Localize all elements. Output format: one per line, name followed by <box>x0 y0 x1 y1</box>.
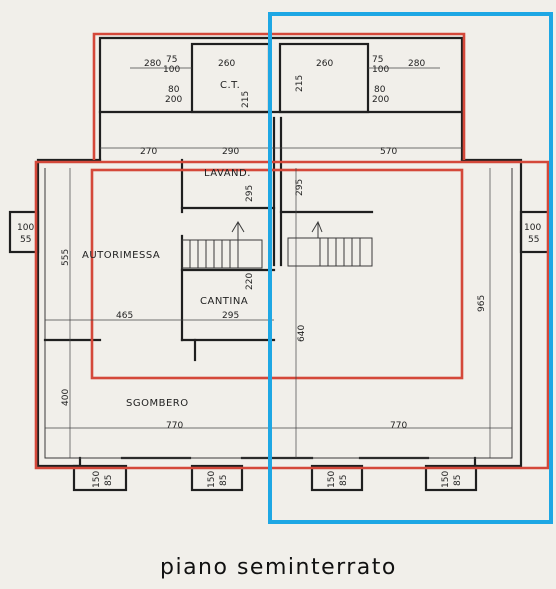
inner-outline <box>44 168 513 459</box>
dim-200-left: 200 <box>165 95 182 105</box>
bay-4 <box>424 464 478 492</box>
dim-965: 965 <box>477 295 487 312</box>
room-autorimessa: AUTORIMESSA <box>82 250 160 261</box>
room-ct: C.T. <box>220 80 240 91</box>
dim-295-lavand: 295 <box>245 185 255 202</box>
dim-640: 640 <box>297 325 307 342</box>
dim-770-left: 770 <box>166 421 183 431</box>
bay2-85: 85 <box>219 475 229 486</box>
main-outer-walls <box>36 158 102 468</box>
bay4-150: 150 <box>441 471 451 488</box>
bay3-85: 85 <box>339 475 349 486</box>
bay-2 <box>190 464 244 492</box>
dim-215-left: 215 <box>241 91 251 108</box>
win-right-100: 100 <box>524 223 541 233</box>
dim-555: 555 <box>61 249 71 266</box>
window-left <box>8 210 40 254</box>
dim-280-right: 280 <box>408 59 425 69</box>
dim-100-left: 100 <box>163 65 180 75</box>
room-cantina: CANTINA <box>200 296 248 307</box>
dim-80-right: 80 <box>374 85 386 95</box>
main-outer-walls-right <box>460 158 523 468</box>
dim-100-right: 100 <box>372 65 389 75</box>
dim-770-right: 770 <box>390 421 407 431</box>
red-outline <box>34 32 550 470</box>
stairs <box>181 220 373 269</box>
room-sgombero: SGOMBERO <box>126 398 189 409</box>
dim-200-right: 200 <box>372 95 389 105</box>
dimension-numbers: 280 75 100 260 80 200 215 215 260 75 100… <box>17 55 541 488</box>
south-bays <box>72 464 478 492</box>
walls <box>36 36 523 468</box>
win-right-55: 55 <box>528 235 539 245</box>
room-lavand: LAVAND. <box>204 168 251 179</box>
dim-400: 400 <box>61 389 71 406</box>
dim-260-left: 260 <box>218 59 235 69</box>
dim-570: 570 <box>380 147 397 157</box>
dim-80-left: 80 <box>168 85 180 95</box>
ct-room-left <box>190 42 271 114</box>
dimension-lines <box>45 67 512 458</box>
red-inner-rect <box>90 168 464 380</box>
dim-260-right: 260 <box>316 59 333 69</box>
bay1-150: 150 <box>92 471 102 488</box>
dim-295-cantina: 295 <box>222 311 239 321</box>
dim-270: 270 <box>140 147 157 157</box>
bay2-150: 150 <box>207 471 217 488</box>
stair-arrow-left <box>231 221 245 240</box>
bay-3 <box>310 464 364 492</box>
stairs-right <box>287 237 373 267</box>
stair-treads-left <box>189 240 239 268</box>
bay3-150: 150 <box>327 471 337 488</box>
red-annex <box>92 32 466 160</box>
dim-280-left: 280 <box>144 59 161 69</box>
annex-walls <box>98 36 464 162</box>
win-left-100: 100 <box>17 223 34 233</box>
dim-220: 220 <box>245 273 255 290</box>
dim-295-mid: 295 <box>295 179 305 196</box>
room-labels: C.T. LAVAND. AUTORIMESSA CANTINA SGOMBER… <box>82 80 251 409</box>
dim-290: 290 <box>222 147 239 157</box>
stair-arrow-right <box>311 220 323 238</box>
red-main <box>34 160 550 470</box>
bay4-85: 85 <box>453 475 463 486</box>
selection-rectangle[interactable] <box>268 12 553 524</box>
bay1-85: 85 <box>104 475 114 486</box>
win-left-55: 55 <box>20 235 31 245</box>
dim-75-right: 75 <box>372 55 383 65</box>
dim-465: 465 <box>116 311 133 321</box>
plan-caption: piano seminterrato <box>160 555 397 580</box>
ct-room-right <box>278 42 370 114</box>
dim-75-left: 75 <box>166 55 177 65</box>
dim-215-right: 215 <box>295 75 305 92</box>
stair-treads-right <box>319 238 361 266</box>
bay-1 <box>72 464 128 492</box>
